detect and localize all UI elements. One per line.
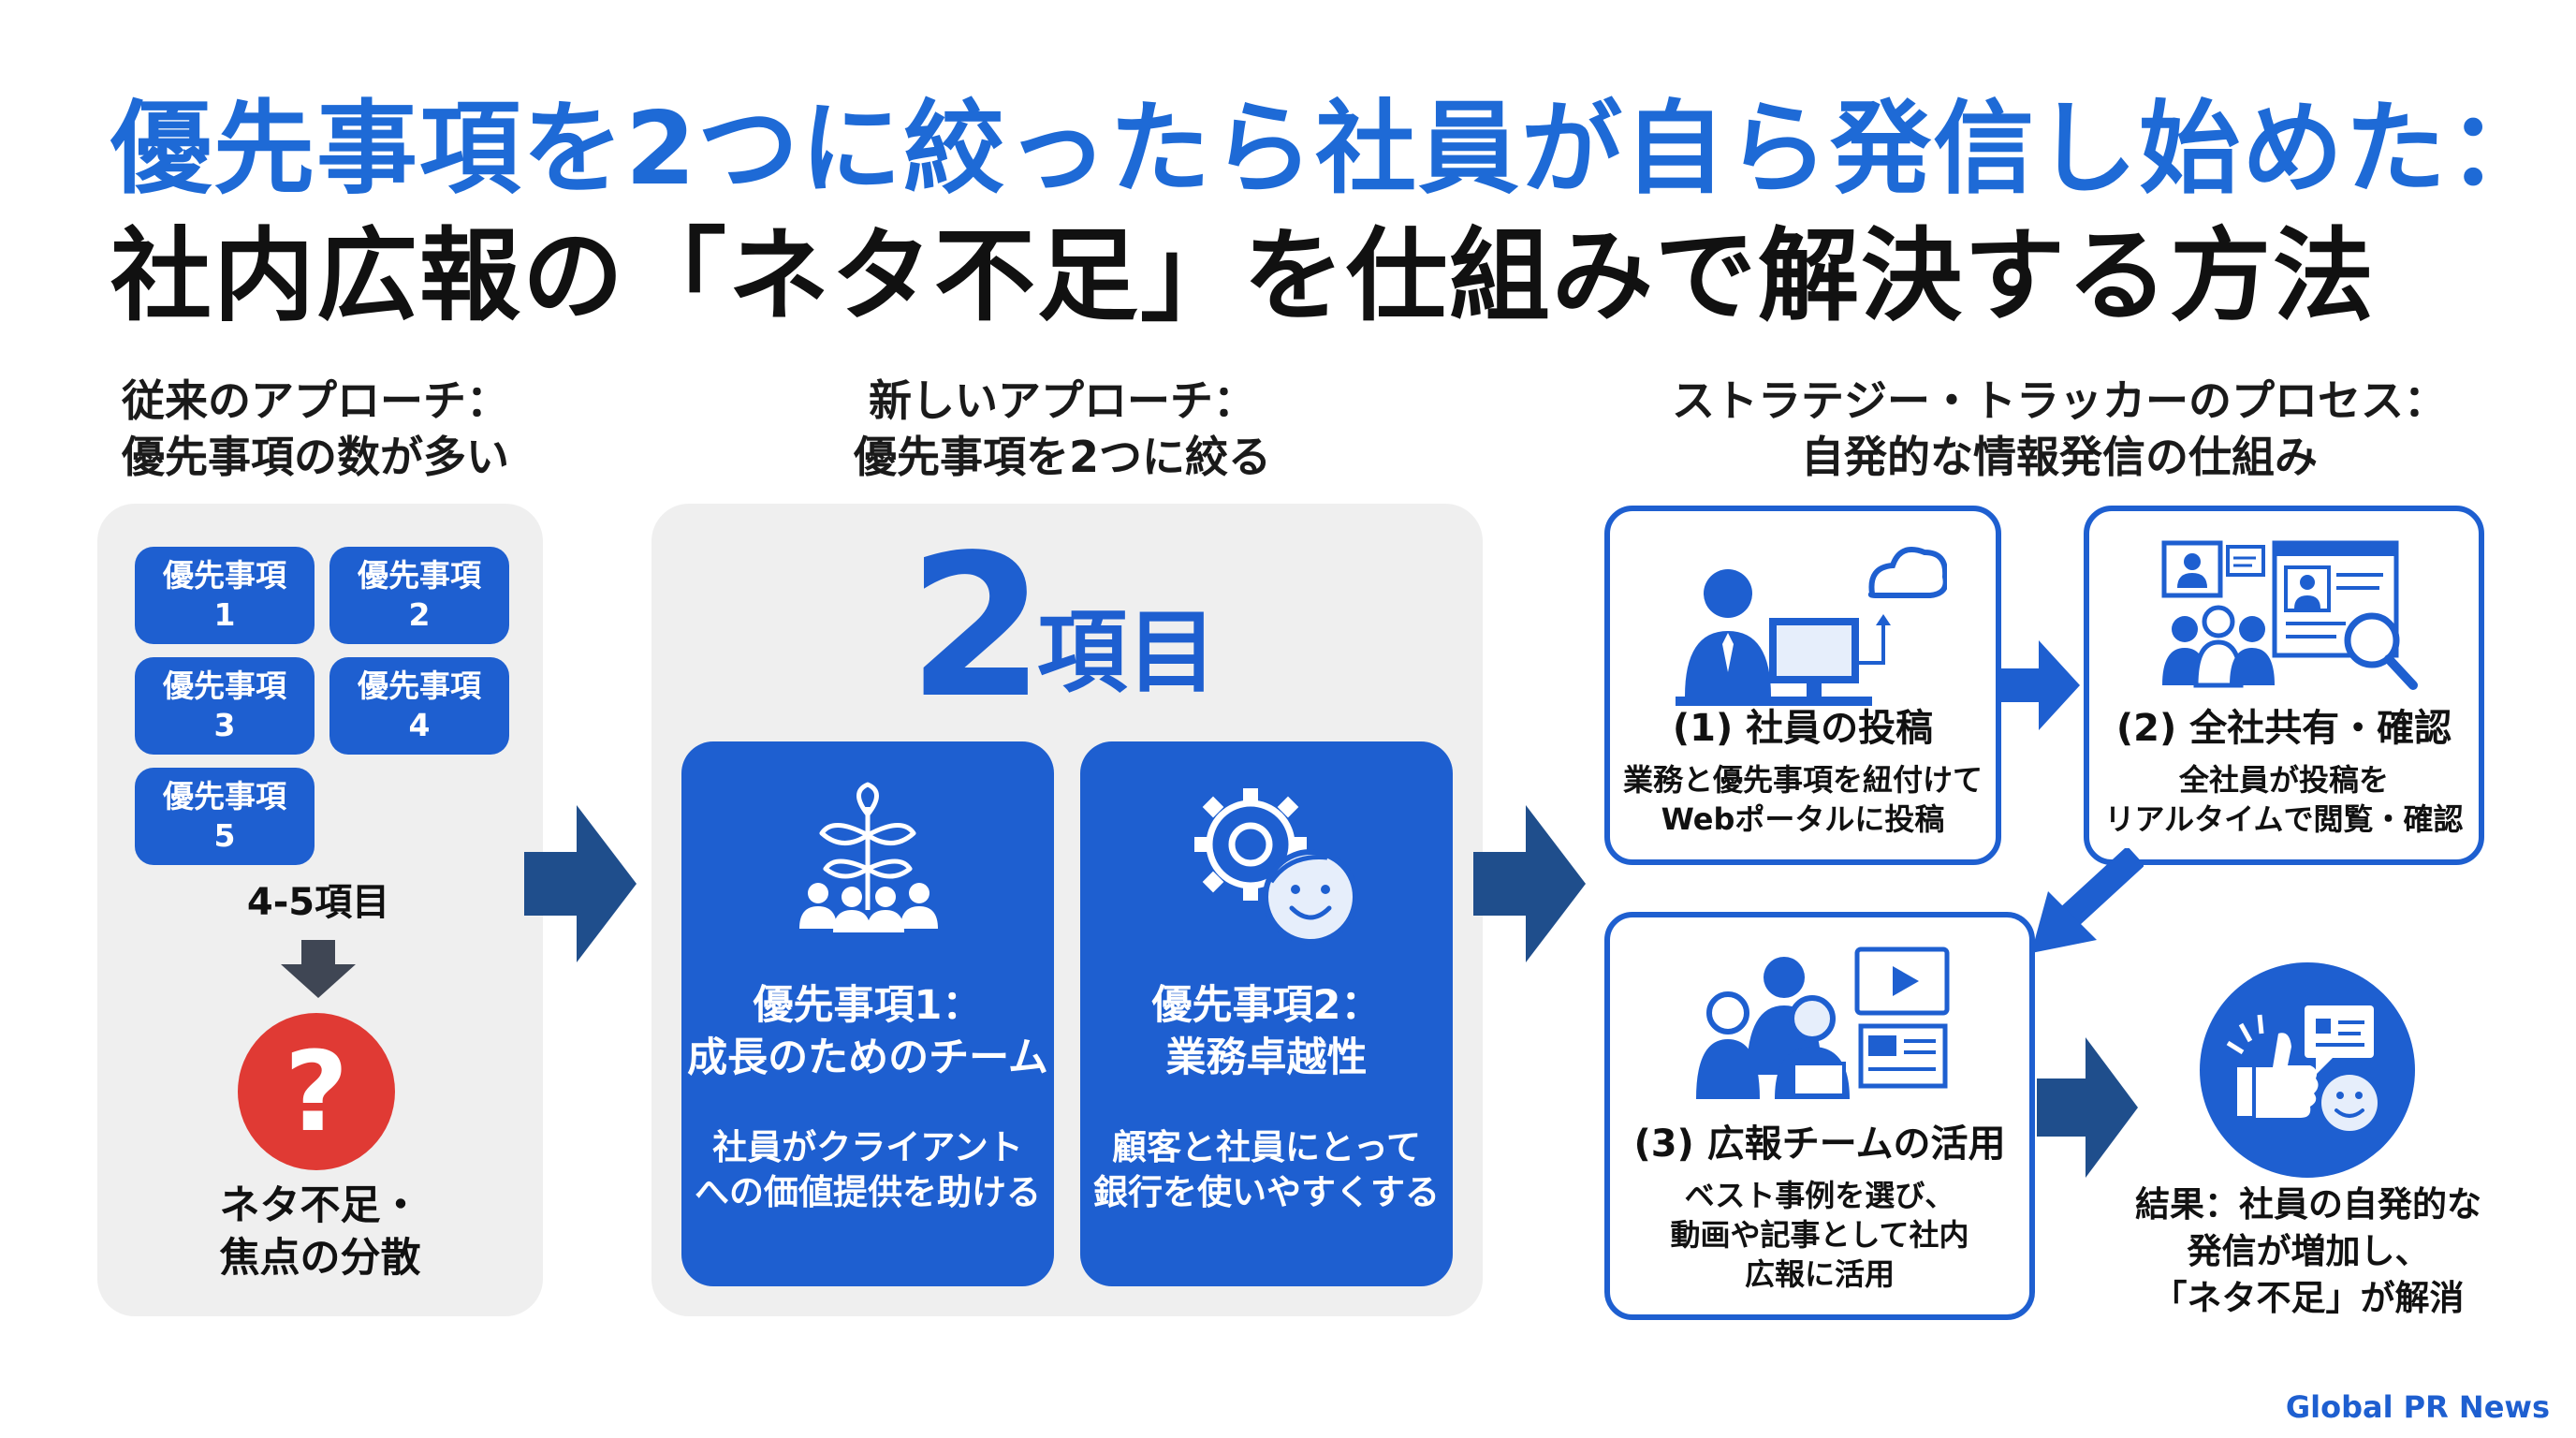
arrow-down-icon [281,940,356,998]
priority-pill-5: 優先事項 5 [135,768,315,865]
priority-card-1-title-line-1: 優先事項1： [753,982,983,1029]
priority-pill-label: 優先事項 [163,668,286,704]
big-unit: 項目 [1037,600,1217,705]
priority-card-2: 優先事項2： 業務卓越性 顧客と社員にとって 銀行を使いやすくする [1080,741,1453,1286]
priority-pill-label: 優先事項 [163,778,286,814]
priority-pill-label: 優先事項 [358,668,481,704]
arrow-right-icon [2001,640,2080,730]
arrow-right-icon [524,805,637,962]
priority-card-2-title-line-1: 優先事項2： [1151,982,1382,1029]
step-card-2: (2) 全社共有・確認 全社員が投稿を リアルタイムで閲覧・確認 [2084,506,2484,865]
arrow-right-icon [1473,805,1586,962]
step-1-title: (1) 社員の投稿 [1672,707,1934,750]
problem-line-2: 焦点の分散 [219,1235,421,1282]
priority-card-1-desc-line-1: 社員がクライアント [712,1127,1023,1167]
step-2-title: (2) 全社共有・確認 [2115,707,2452,750]
priority-card-1-desc-line-2: への価値提供を助ける [695,1172,1041,1212]
title-line-2: 社内広報の「ネタ不足」を仕組みで解決する方法 [110,218,2377,335]
big-number: 2 [908,512,1046,741]
middle-heading-line-2: 優先事項を2つに絞る [853,432,1271,482]
step-3-desc-line-3: 広報に活用 [1744,1256,1895,1292]
step-2-desc-line-1: 全社員が投稿を [2178,762,2389,798]
priority-card-2-desc-line-2: 銀行を使いやすくする [1093,1172,1440,1212]
result-line-1: 結果：社員の自発的な [2135,1184,2481,1225]
count-label: 4-5項目 [246,881,390,924]
priority-pill-4: 優先事項 4 [329,657,509,755]
priority-pill-1: 優先事項 1 [135,547,315,644]
step-3-desc-line-2: 動画や記事として社内 [1670,1217,1969,1253]
priority-card-2-title-line-2: 業務卓越性 [1165,1034,1368,1081]
step-card-1: (1) 社員の投稿 業務と優先事項を紐付けて Webポータルに投稿 [1604,506,2001,865]
step-1-desc-line-1: 業務と優先事項を紐付けて [1622,762,1983,798]
question-icon: ? [238,1013,395,1170]
priority-pill-number: 2 [408,596,431,633]
question-mark: ? [284,1027,349,1156]
gear-smile-icon [1194,788,1358,945]
priority-pill-3: 優先事項 3 [135,657,315,755]
middle-heading-line-1: 新しいアプローチ： [869,375,1256,426]
priority-card-1-title-line-2: 成長のためのチーム [687,1034,1048,1081]
result-line-2: 発信が増加し、 [2187,1231,2430,1271]
priority-pill-number: 1 [213,596,236,633]
profiles-search-icon [2161,540,2418,690]
priority-pill-2: 優先事項 2 [329,547,509,644]
result-line-3: 「ネタ不足」が解消 [2152,1278,2465,1318]
priority-pill-number: 3 [213,707,236,743]
step-3-title: (3) 広報チームの活用 [1633,1123,2006,1166]
footer-brand: Global PR News [2285,1389,2550,1425]
right-heading-line-2: 自発的な情報発信の仕組み [1801,432,2318,482]
arrow-down-left-icon [2031,848,2144,953]
priority-pill-label: 優先事項 [163,557,286,594]
priority-card-2-desc-line-1: 顧客と社員にとって [1111,1127,1422,1167]
left-heading: 従来のアプローチ： 優先事項の数が多い [122,373,509,485]
step-card-3: (3) 広報チームの活用 ベスト事例を選び、 動画や記事として社内 広報に活用 [1604,912,2035,1320]
right-heading-line-1: ストラテジー・トラッカーのプロセス： [1672,375,2447,426]
priority-pill-number: 5 [213,817,236,854]
right-heading: ストラテジー・トラッカーのプロセス： 自発的な情報発信の仕組み [1591,373,2527,485]
priority-pill-number: 4 [408,707,431,743]
middle-heading: 新しいアプローチ： 優先事項を2つに絞る [655,373,1470,485]
priority-card-1: 優先事項1： 成長のためのチーム 社員がクライアント への価値提供を助ける [681,741,1054,1286]
left-heading-line-1: 従来のアプローチ： [122,375,509,426]
step-1-desc-line-2: Webポータルに投稿 [1661,801,1945,837]
arrow-right-icon [2037,1037,2138,1178]
title-line-1: 優先事項を2つに絞ったら社員が自ら発信し始めた： [110,91,2552,208]
team-plant-icon [799,782,938,932]
problem-label: ネタ不足・ 焦点の分散 [154,1180,487,1284]
step-3-desc-line-1: ベスト事例を選び、 [1684,1178,1955,1213]
left-heading-line-2: 優先事項の数が多い [122,432,509,482]
priority-pill-label: 優先事項 [358,557,481,594]
team-media-icon [1696,946,1950,1099]
step-2-desc-line-2: リアルタイムで閲覧・確認 [2104,801,2464,837]
problem-line-1: ネタ不足・ [219,1182,421,1229]
result-text: 結果：社員の自発的な 発信が増加し、 「ネタ不足」が解消 [2093,1181,2524,1322]
worker-cloud-icon [1676,547,1947,706]
thumbs-up-chat-icon [2200,962,2415,1178]
